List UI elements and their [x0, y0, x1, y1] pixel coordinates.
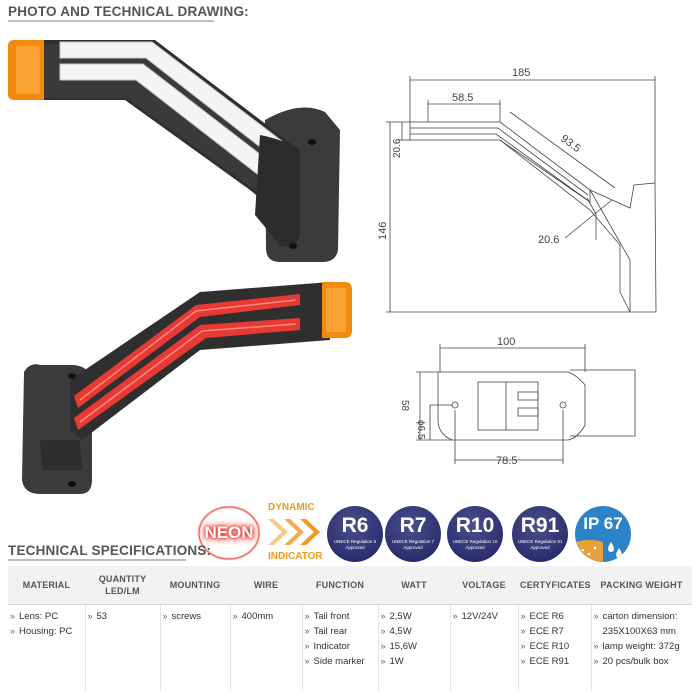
header-certificates: CERTYFICATES	[518, 566, 591, 605]
list-item: Side marker	[305, 654, 376, 669]
cell-function: Tail front Tail rear Indicator Side mark…	[302, 604, 379, 691]
list-item: screws	[163, 609, 228, 624]
dim-58: 58	[399, 400, 410, 412]
specs-section-heading: TECHNICAL SPECIFICATIONS:	[8, 543, 212, 558]
list-item: Tail front	[305, 609, 376, 624]
badge-ip67-label: IP 67	[583, 514, 623, 533]
list-item: 53	[88, 609, 158, 624]
list-item: 20 pcs/bulk box	[594, 654, 691, 669]
dim-58-5: 58.5	[452, 92, 473, 104]
list-item: Indicator	[305, 639, 376, 654]
badge-r10: R10 UNECE Regulation 10 Approved	[447, 506, 503, 562]
list-item: carton dimension: 235X100X63 mm	[594, 609, 691, 639]
header-watt: WATT	[378, 566, 450, 605]
badge-r10-text: UNECE Regulation 10 Approved	[452, 539, 498, 550]
badge-r7-code: R7	[399, 514, 427, 537]
heading-underline	[8, 20, 214, 22]
header-quantity: QUANTITY LED/LM	[85, 566, 160, 605]
lamp-photo-red	[22, 282, 352, 494]
list-item: ECE R91	[521, 654, 589, 669]
dim-146: 146	[377, 222, 389, 240]
dim-100: 100	[497, 336, 515, 348]
dim-20-6-bottom: 20.6	[538, 234, 559, 246]
neon-label: NEON	[204, 523, 254, 542]
header-voltage: VOLTAGE	[450, 566, 518, 605]
list-item: lamp weight: 372g	[594, 639, 691, 654]
dynamic-label: DYNAMIC	[268, 502, 315, 513]
badge-r91: R91 UNECE Regulation 91 Approved	[512, 506, 568, 562]
header-packing: PACKING WEIGHT	[591, 566, 692, 605]
list-item: 15,6W	[381, 639, 448, 654]
cell-mounting: screws	[160, 604, 231, 691]
cell-watt: 2,5W 4,5W 15,6W 1W	[378, 604, 451, 691]
list-item: 400mm	[233, 609, 300, 624]
heading-underline	[8, 559, 186, 561]
cell-wire: 400mm	[230, 604, 303, 691]
list-item: 12V/24V	[453, 609, 516, 624]
list-item: ECE R6	[521, 609, 589, 624]
lamp-photo-white	[8, 40, 340, 262]
dust-water-icon	[575, 540, 622, 562]
badge-r6-text: UNECE Regulation 6 Approved	[333, 539, 377, 550]
technical-drawing: 185 58.5 93.5 20.6 146 20.6 100 58 ϕ6.5 …	[377, 67, 657, 467]
indicator-label: INDICATOR	[268, 551, 323, 562]
dim-78-5: 78.5	[496, 455, 517, 467]
badge-r91-text: UNECE Regulation 91 Approved	[517, 539, 563, 550]
table-header-row: MATERIAL QUANTITY LED/LM MOUNTING WIRE F…	[8, 566, 692, 605]
list-item: ECE R7	[521, 624, 589, 639]
list-item: 1W	[381, 654, 448, 669]
list-item: 2,5W	[381, 609, 448, 624]
cell-packing: carton dimension: 235X100X63 mm lamp wei…	[591, 605, 692, 692]
badge-r7: R7 UNECE Regulation 7 Approved	[385, 506, 441, 562]
header-function: FUNCTION	[302, 566, 378, 605]
dynamic-indicator-arrows-icon	[268, 519, 320, 545]
dim-phi-6-5: ϕ6.5	[415, 420, 426, 440]
cell-material: Lens: PC Housing: PC	[8, 604, 86, 691]
cell-quantity: 53	[85, 604, 161, 691]
list-item: ECE R10	[521, 639, 589, 654]
cell-voltage: 12V/24V	[450, 604, 519, 691]
cell-certificates: ECE R6 ECE R7 ECE R10 ECE R91	[518, 604, 592, 691]
product-photos	[8, 40, 352, 494]
badge-r91-code: R91	[520, 514, 560, 537]
badge-r7-text: UNECE Regulation 7 Approved	[391, 539, 435, 550]
header-wire: WIRE	[230, 566, 302, 605]
dim-185: 185	[512, 67, 530, 79]
table-row: Lens: PC Housing: PC 53 screws 400mm Tai…	[8, 604, 692, 692]
badge-r6: R6 UNECE Regulation 6 Approved	[327, 506, 383, 562]
dim-20-6-top: 20.6	[392, 138, 403, 158]
list-item: 4,5W	[381, 624, 448, 639]
dim-93-5: 93.5	[558, 133, 582, 155]
neon-badge: NEON	[196, 504, 262, 562]
list-item: Tail rear	[305, 624, 376, 639]
list-item: Lens: PC	[10, 609, 83, 624]
photo-section-heading: PHOTO AND TECHNICAL DRAWING:	[8, 4, 249, 19]
badge-r10-code: R10	[455, 514, 495, 537]
badge-ip67: IP 67	[575, 506, 631, 562]
header-mounting: MOUNTING	[160, 566, 230, 605]
specifications-table: MATERIAL QUANTITY LED/LM MOUNTING WIRE F…	[8, 566, 692, 691]
badge-r6-code: R6	[341, 514, 369, 537]
list-item: Housing: PC	[10, 624, 83, 639]
header-material: MATERIAL	[8, 566, 85, 605]
